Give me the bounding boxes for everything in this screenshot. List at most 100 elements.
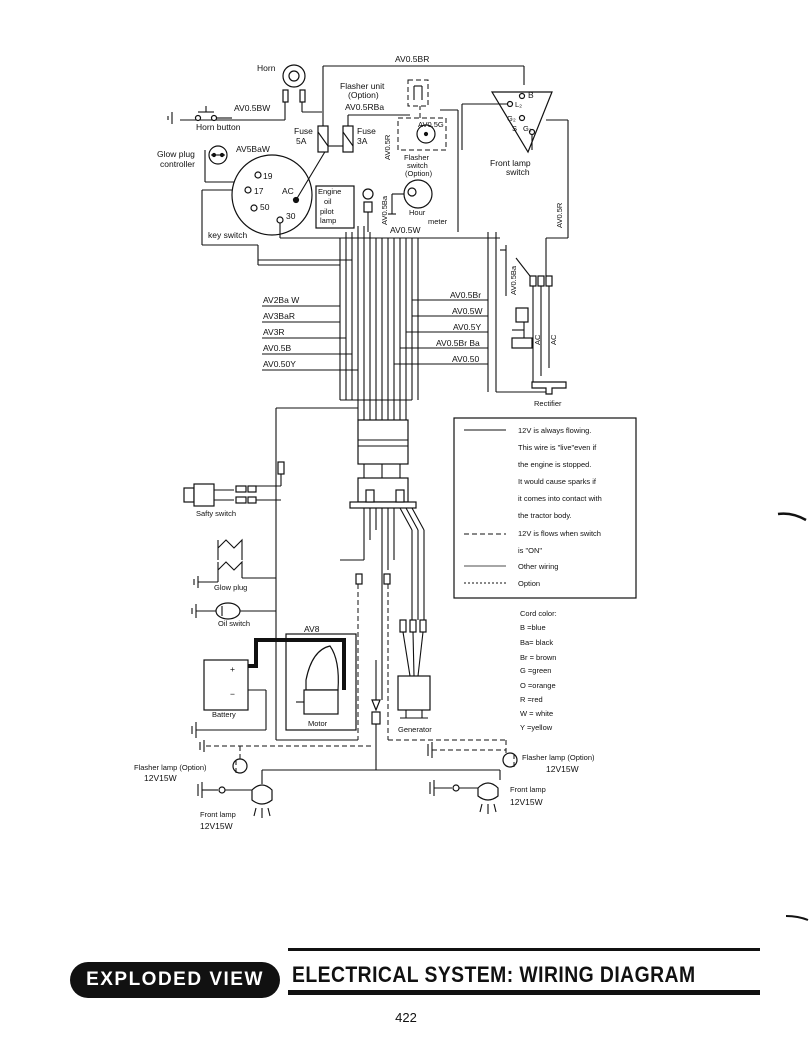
av05ba-right-label: AV0.5Ba (509, 265, 518, 295)
cord-color-item: W = white (520, 709, 553, 718)
top-wire-label: AV0.5BR (395, 54, 429, 64)
engine-oil-label-4: lamp (320, 216, 336, 225)
fuse-3a-label-1: Fuse (357, 126, 376, 136)
battery-plus: + (230, 664, 235, 674)
rectifier-label: Rectifier (534, 399, 562, 408)
fuse-5a (317, 65, 524, 153)
cord-color-item: O =orange (520, 681, 556, 690)
key-switch-30: 30 (286, 211, 296, 221)
legend-solid-1: This wire is "live"even if (518, 443, 597, 452)
engine-oil-label-3: pilot (320, 207, 335, 216)
ac-label-2: AC (549, 334, 558, 345)
battery-minus: − (230, 689, 235, 699)
flasher-lamp-right-label-2: 12V15W (546, 764, 579, 774)
footer-rule-bottom (288, 990, 760, 995)
front-lamp-switch (461, 91, 569, 239)
legend-solid-0: 12V is always flowing. (518, 426, 591, 435)
cord-color-item: Y =yellow (520, 723, 553, 732)
right-wire-label-0: AV0.5Br (450, 290, 481, 300)
exploded-view-text: EXPLODED VIEW (86, 969, 264, 990)
horn-button-label: Horn button (196, 122, 241, 132)
front-lamp-right-label-1: Front lamp (510, 785, 546, 794)
horn-label: Horn (257, 63, 276, 73)
flasher-lamp-left-label-1: Flasher lamp (Option) (134, 763, 207, 772)
oil-switch (191, 602, 276, 620)
bottom-wiring (206, 739, 507, 784)
flasher-lamp-left (199, 740, 248, 774)
right-wire-label-4: AV0.50 (452, 354, 480, 364)
fuse-3a (328, 114, 410, 153)
hour-meter-label-1: Hour (409, 208, 426, 217)
motor-label: Motor (308, 719, 328, 728)
lower-harness (340, 507, 427, 770)
legend-solid-3: It would cause sparks if (518, 477, 597, 486)
flasher-unit (407, 79, 429, 107)
flasher-switch-label-3: (Option) (405, 169, 433, 178)
cord-color-item: B =blue (520, 623, 546, 632)
left-wire-label-1: AV3BaR (263, 311, 295, 321)
cord-color-item: Br = brown (520, 653, 556, 662)
front-lamp-right-label-2: 12V15W (510, 797, 543, 807)
legend-dashed-1: is "ON" (518, 546, 542, 555)
flasher-wire-label: AV0.5RBa (345, 102, 384, 112)
fuse-3a-label-2: 3A (357, 136, 368, 146)
right-wire-label-3: AV0.5Br Ba (436, 338, 480, 348)
legend: 12V is always flowing. This wire is "liv… (453, 417, 637, 599)
hour-meter-label-2: meter (428, 217, 448, 226)
front-lamp-left-label-2: 12V15W (200, 821, 233, 831)
front-lamp-left (197, 782, 273, 818)
key-switch-label: key switch (208, 230, 247, 240)
oil-switch-label: Oil switch (218, 619, 250, 628)
page-number: 422 (395, 1010, 417, 1025)
battery-label: Battery (212, 710, 236, 719)
cord-color-key: Cord color: B =blue Ba= black Br = brown… (520, 609, 557, 732)
fls-b-label: B (528, 90, 534, 100)
key-switch-ac: AC (282, 186, 294, 196)
glow-plug-wire-label: AV5BaW (236, 144, 270, 154)
left-wire-labels: AV2Ba W AV3BaR AV3R AV0.5B AV0.50Y (262, 295, 358, 371)
flasher-lamp-left-label-2: 12V15W (144, 773, 177, 783)
key-switch-50: 50 (260, 202, 270, 212)
av05w-top-label: AV0.5W (390, 225, 421, 235)
safety-switch (183, 461, 285, 507)
cord-color-item: G =green (520, 666, 551, 675)
av05r-vertical-label: AV0.5R (383, 134, 392, 160)
av05g-label: AV0.5G (418, 120, 444, 129)
rectifier (531, 381, 567, 395)
scan-mark (777, 512, 807, 522)
engine-oil-pilot-lamp (315, 185, 374, 232)
generator (397, 675, 431, 719)
glow-plug-label: Glow plug (214, 583, 247, 592)
av05ba-vertical-label: AV0.5Ba (380, 195, 389, 225)
hour-meter (388, 179, 433, 215)
cord-color-title: Cord color: (520, 609, 557, 618)
left-wire-label-4: AV0.50Y (263, 359, 296, 369)
generator-label: Generator (398, 725, 432, 734)
legend-option: Option (518, 579, 540, 588)
flasher-unit-label-1: Flasher unit (340, 81, 385, 91)
flasher-unit-label-2: (Option) (348, 90, 379, 100)
main-harness (257, 226, 419, 740)
fls-l2-label: L₂ (515, 100, 522, 109)
cord-color-item: Ba= black (520, 638, 553, 647)
front-lamp-left-label-1: Front lamp (200, 810, 236, 819)
engine-oil-label-2: oil (324, 197, 332, 206)
fls-g1-label: G₁ (523, 124, 532, 133)
harness-connector (349, 419, 417, 509)
av05r-right-label: AV0.5R (555, 202, 564, 228)
left-wire-label-2: AV3R (263, 327, 285, 337)
legend-other: Other wiring (518, 562, 558, 571)
key-switch-17: 17 (254, 186, 264, 196)
legend-dashed-0: 12V is flows when switch (518, 529, 601, 538)
horn-wire-label: AV0.5BW (234, 103, 270, 113)
fls-g2-label: G₂ (507, 114, 516, 123)
exploded-view-banner: EXPLODED VIEW (70, 962, 280, 998)
glow-plug-controller-label-2: controller (160, 159, 195, 169)
front-lamp-switch-label-2: switch (506, 167, 530, 177)
front-lamp-right (429, 780, 499, 814)
right-wire-label-2: AV0.5Y (453, 322, 482, 332)
av8-label: AV8 (304, 624, 320, 634)
legend-solid-4: it comes into contact with (518, 494, 602, 503)
